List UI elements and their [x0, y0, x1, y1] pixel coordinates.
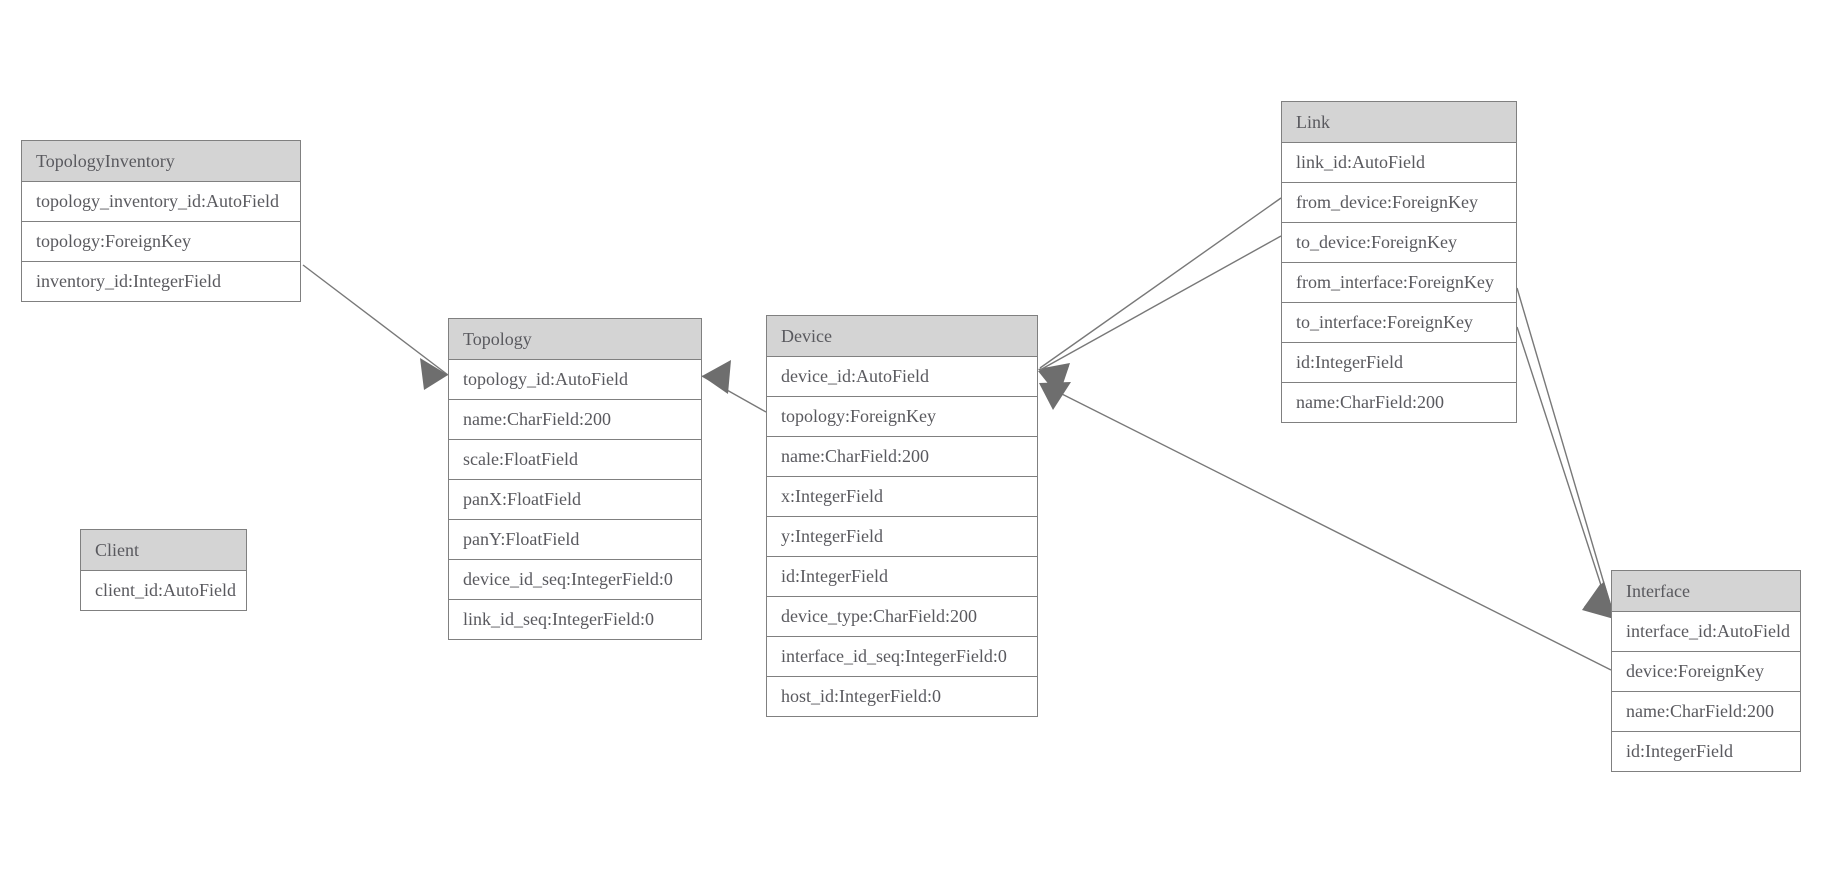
- entity-field[interactable]: to_interface:ForeignKey: [1282, 303, 1516, 343]
- entity-title: Interface: [1612, 571, 1800, 612]
- entity-field[interactable]: interface_id_seq:IntegerField:0: [767, 637, 1037, 677]
- entity-field[interactable]: device_type:CharField:200: [767, 597, 1037, 637]
- entity-title: TopologyInventory: [22, 141, 300, 182]
- entity-field[interactable]: name:CharField:200: [767, 437, 1037, 477]
- entity-field[interactable]: topology_inventory_id:AutoField: [22, 182, 300, 222]
- entity-field[interactable]: name:CharField:200: [1612, 692, 1800, 732]
- entity-field[interactable]: panX:FloatField: [449, 480, 701, 520]
- relationship-link-to-interface: [1516, 326, 1614, 619]
- relationship-arrowhead: [420, 358, 448, 390]
- entity-field[interactable]: to_device:ForeignKey: [1282, 223, 1516, 263]
- entity-field[interactable]: client_id:AutoField: [81, 571, 246, 610]
- entity-field[interactable]: inventory_id:IntegerField: [22, 262, 300, 301]
- entity-field[interactable]: name:CharField:200: [449, 400, 701, 440]
- entity-field[interactable]: panY:FloatField: [449, 520, 701, 560]
- relationship-link-from-device: [1038, 197, 1282, 393]
- relationship-arrowhead: [1038, 363, 1070, 393]
- entity-field[interactable]: id:IntegerField: [1282, 343, 1516, 383]
- relationship-arrowhead: [1038, 366, 1069, 396]
- entity-field[interactable]: link_id_seq:IntegerField:0: [449, 600, 701, 639]
- relationship-line: [1516, 326, 1612, 617]
- relationship-line: [1041, 383, 1612, 671]
- entity-field[interactable]: topology_id:AutoField: [449, 360, 701, 400]
- entity-field[interactable]: name:CharField:200: [1282, 383, 1516, 422]
- relationship-line: [701, 375, 767, 413]
- relationship-interface-device: [1039, 382, 1612, 671]
- entity-title: Client: [81, 530, 246, 571]
- entity-field[interactable]: id:IntegerField: [1612, 732, 1800, 771]
- entity-field[interactable]: id:IntegerField: [767, 557, 1037, 597]
- relationship-arrowhead: [1582, 583, 1614, 619]
- entity-field[interactable]: topology:ForeignKey: [767, 397, 1037, 437]
- entity-field[interactable]: interface_id:AutoField: [1612, 612, 1800, 652]
- entity-field[interactable]: from_interface:ForeignKey: [1282, 263, 1516, 303]
- relationship-device-topology: [701, 360, 767, 413]
- relationship-line: [1039, 235, 1282, 371]
- entity-title: Device: [767, 316, 1037, 357]
- relationship-topologyinventory-topology: [302, 264, 449, 390]
- entity-field[interactable]: y:IntegerField: [767, 517, 1037, 557]
- entity-field[interactable]: x:IntegerField: [767, 477, 1037, 517]
- relationship-arrowhead: [1039, 382, 1071, 410]
- entity-field[interactable]: from_device:ForeignKey: [1282, 183, 1516, 223]
- entity-field[interactable]: host_id:IntegerField:0: [767, 677, 1037, 716]
- relationship-link-from-interface: [1516, 287, 1615, 617]
- relationship-arrowhead: [702, 360, 731, 394]
- relationship-link-to-device: [1038, 235, 1282, 396]
- entity-field[interactable]: topology:ForeignKey: [22, 222, 300, 262]
- relationship-line: [1516, 287, 1614, 615]
- entity-field[interactable]: scale:FloatField: [449, 440, 701, 480]
- entity-title: Topology: [449, 319, 701, 360]
- entity-field[interactable]: device_id_seq:IntegerField:0: [449, 560, 701, 600]
- relationship-line: [1039, 197, 1282, 369]
- entity-field[interactable]: link_id:AutoField: [1282, 143, 1516, 183]
- entity-field[interactable]: device:ForeignKey: [1612, 652, 1800, 692]
- relationship-line: [302, 264, 449, 376]
- entity-field[interactable]: device_id:AutoField: [767, 357, 1037, 397]
- entity-title: Link: [1282, 102, 1516, 143]
